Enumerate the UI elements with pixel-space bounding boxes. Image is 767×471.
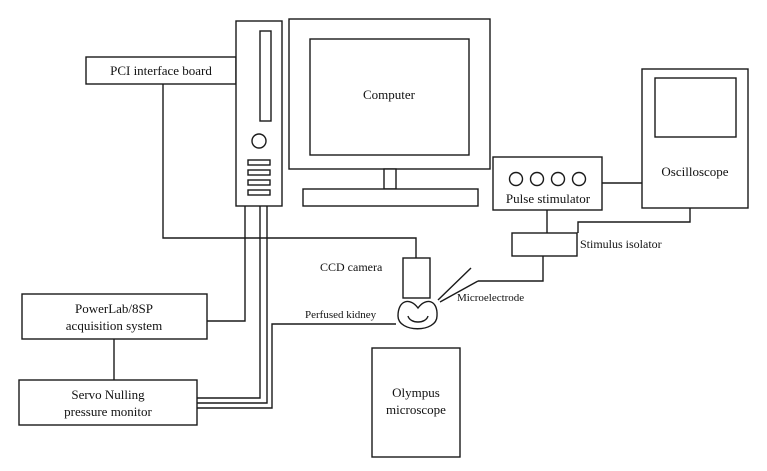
olympus-label-line1: Olympus	[392, 385, 440, 400]
electrode-shaft-upper	[437, 267, 472, 301]
wire-tower-to-powerlab	[207, 206, 246, 322]
power-button-icon	[251, 133, 267, 149]
microelectrode-label: Microelectrode	[457, 292, 524, 304]
kidney-shape	[397, 300, 438, 330]
pci-interface-board: PCI interface board	[85, 56, 237, 85]
servo-label-line2: pressure monitor	[64, 404, 152, 419]
wire-isolator-to-microelectrode	[478, 256, 544, 282]
stimulus-isolator: Stimulus isolator	[511, 232, 662, 257]
knob-icon	[529, 171, 545, 187]
monitor-screen	[309, 38, 470, 156]
connections	[113, 84, 691, 409]
servo-nulling-pressure-monitor: Servo Nulling pressure monitor	[18, 379, 198, 426]
computer-tower	[235, 20, 283, 207]
oscilloscope: Oscilloscope	[641, 68, 749, 209]
kidney-hilum	[407, 315, 429, 323]
vent-slot	[247, 169, 271, 176]
ccd-camera: CCD camera	[320, 257, 431, 299]
monitor-stand	[383, 168, 397, 190]
powerlab-acquisition-system: PowerLab/8SP acquisition system	[21, 293, 208, 340]
ccd-camera-label: CCD camera	[320, 260, 383, 274]
olympus-microscope: Olympus microscope	[371, 347, 461, 458]
drive-slot	[259, 30, 272, 122]
powerlab-label-line2: acquisition system	[66, 318, 162, 333]
wire-pci-to-ccd-camera	[162, 84, 417, 258]
knob-icon	[571, 171, 587, 187]
wire-tower-to-servo-a	[197, 206, 261, 399]
wire-kidney-to-servo	[197, 323, 396, 409]
vent-slot	[247, 179, 271, 186]
microelectrode: Microelectrode	[437, 267, 524, 304]
perfused-kidney: Perfused kidney	[305, 300, 438, 330]
wire-tower-to-servo-b	[197, 206, 268, 404]
vent-slot	[247, 159, 271, 166]
olympus-label-line2: microscope	[386, 402, 446, 417]
vent-slot	[247, 189, 271, 196]
knob-icon	[508, 171, 524, 187]
perfused-kidney-label: Perfused kidney	[305, 309, 377, 321]
powerlab-label-line1: PowerLab/8SP	[75, 301, 153, 316]
oscilloscope-screen	[654, 77, 737, 138]
pulse-stimulator: Pulse stimulator	[492, 156, 603, 211]
electrode-shaft-lower	[439, 280, 479, 303]
oscilloscope-label: Oscilloscope	[661, 164, 728, 179]
stimulus-isolator-label: Stimulus isolator	[580, 237, 662, 251]
keyboard	[302, 188, 479, 207]
computer-monitor: Computer	[288, 18, 491, 207]
servo-label-line1: Servo Nulling	[71, 387, 145, 402]
pulse-stimulator-label: Pulse stimulator	[506, 191, 591, 206]
knob-icon	[550, 171, 566, 187]
computer-label: Computer	[363, 87, 416, 102]
wire-oscilloscope-to-isolator	[577, 208, 691, 233]
pci-board-label: PCI interface board	[110, 63, 212, 78]
